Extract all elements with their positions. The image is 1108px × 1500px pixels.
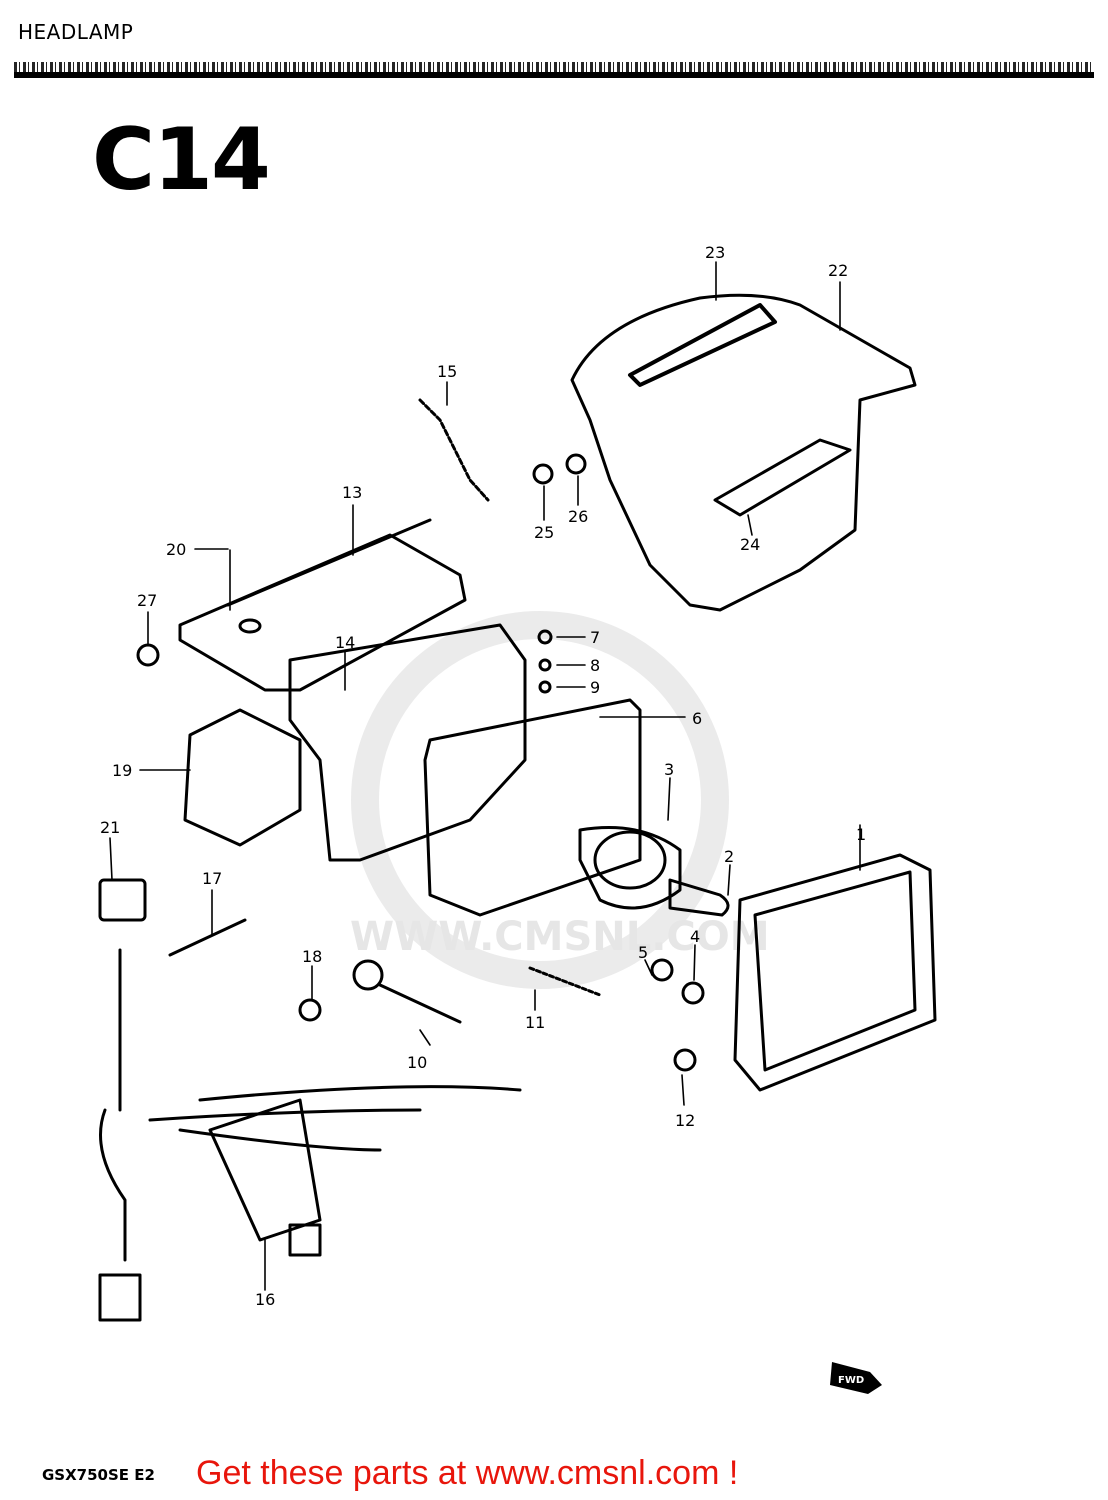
header-rule-solid bbox=[14, 72, 1094, 78]
wiring-harness bbox=[99, 948, 522, 1262]
diagram-code: C14 bbox=[92, 110, 271, 210]
part-label-15: 15 bbox=[437, 362, 457, 381]
part-label-3: 3 bbox=[664, 760, 674, 779]
page-title: HEADLAMP bbox=[18, 20, 134, 44]
part-label-19: 19 bbox=[112, 761, 132, 780]
part-label-6: 6 bbox=[692, 709, 702, 728]
bolt bbox=[168, 918, 247, 957]
bulb-socket bbox=[578, 826, 682, 910]
part-label-1: 1 bbox=[856, 825, 866, 844]
model-code: GSX750SE E2 bbox=[42, 1466, 155, 1484]
part-label-9: 9 bbox=[590, 678, 600, 697]
part-label-13: 13 bbox=[342, 483, 362, 502]
part-label-8: 8 bbox=[590, 656, 600, 675]
headlamp-housing bbox=[288, 623, 527, 862]
spring bbox=[418, 398, 490, 502]
part-label-27: 27 bbox=[137, 591, 157, 610]
part-label-2: 2 bbox=[724, 847, 734, 866]
part-label-18: 18 bbox=[302, 947, 322, 966]
part-label-23: 23 bbox=[705, 243, 725, 262]
part-label-14: 14 bbox=[335, 633, 355, 652]
adjuster-rod bbox=[378, 983, 462, 1024]
headlamp-bulb bbox=[668, 878, 730, 917]
part-label-12: 12 bbox=[675, 1111, 695, 1130]
part-label-26: 26 bbox=[568, 507, 588, 526]
part-label-25: 25 bbox=[534, 523, 554, 542]
part-label-7: 7 bbox=[590, 628, 600, 647]
watermark-text: WWW.CMSNL.COM bbox=[350, 914, 770, 960]
part-label-21: 21 bbox=[100, 818, 120, 837]
adjuster-spring bbox=[528, 966, 602, 997]
headlamp-unit bbox=[733, 853, 937, 1092]
part-label-11: 11 bbox=[525, 1013, 545, 1032]
headlamp-cowl bbox=[570, 293, 917, 612]
part-label-16: 16 bbox=[255, 1290, 275, 1309]
relay-unit bbox=[183, 708, 302, 847]
part-label-24: 24 bbox=[740, 535, 760, 554]
part-label-20: 20 bbox=[166, 540, 186, 559]
part-label-4: 4 bbox=[690, 927, 700, 946]
part-label-17: 17 bbox=[202, 869, 222, 888]
part-label-10: 10 bbox=[407, 1053, 427, 1072]
part-label-22: 22 bbox=[828, 261, 848, 280]
cowl-emblem bbox=[628, 303, 777, 387]
watermark: WWW.CMSNL.COM bbox=[350, 611, 770, 989]
part-labels: 1 2 3 4 5 6 7 8 9 10 11 12 13 14 15 16 1… bbox=[100, 243, 866, 1309]
headlamp-frame bbox=[423, 698, 642, 917]
part-label-5: 5 bbox=[638, 943, 648, 962]
fwd-indicator: FWD bbox=[830, 1362, 882, 1394]
parts-shop-link[interactable]: Get these parts at www.cmsnl.com ! bbox=[196, 1454, 739, 1492]
fwd-label: FWD bbox=[838, 1375, 864, 1386]
cowl-visor-strip bbox=[713, 438, 852, 517]
adjuster-motor bbox=[208, 1098, 322, 1242]
